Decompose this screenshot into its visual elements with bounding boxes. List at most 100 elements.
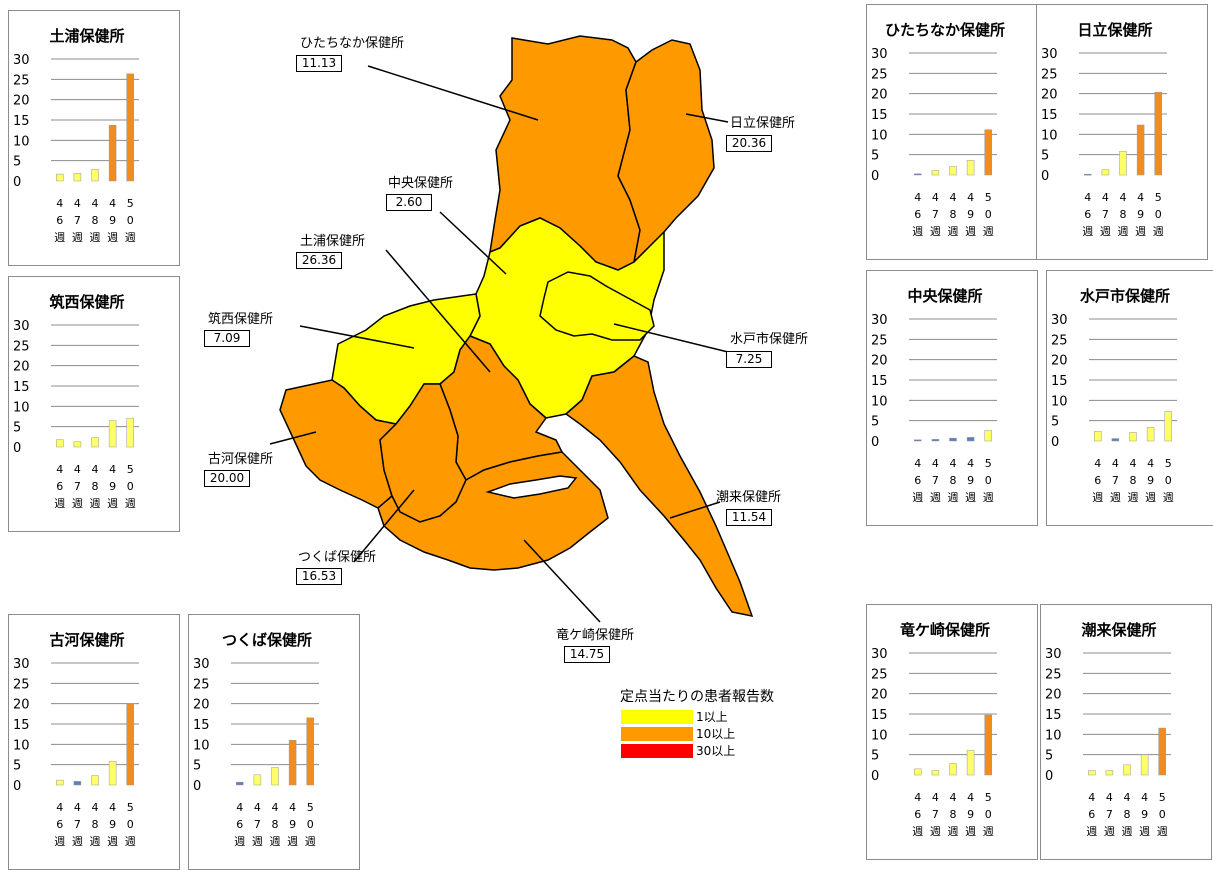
x-tick-label: 4	[56, 801, 63, 814]
x-tick-label: 9	[1141, 808, 1148, 821]
y-tick-label: 20	[193, 698, 210, 713]
x-tick-label: 4	[56, 463, 63, 476]
y-tick-label: 10	[193, 738, 210, 753]
legend-item: 30以上	[620, 742, 774, 759]
y-tick-label: 10	[871, 128, 888, 143]
x-tick-label: 9	[1147, 474, 1154, 487]
x-tick-label: 4	[914, 191, 921, 204]
bar	[1084, 173, 1092, 176]
y-tick-label: 15	[13, 718, 30, 733]
legend-title: 定点当たりの患者報告数	[620, 689, 774, 705]
y-tick-label: 10	[1051, 394, 1068, 409]
y-tick-label: 20	[1041, 88, 1058, 103]
x-tick-label: 6	[914, 208, 921, 221]
x-tick-label: 週	[930, 491, 941, 504]
x-tick-label: 4	[950, 191, 957, 204]
map-label-chuo: 中央保健所	[388, 176, 454, 191]
x-tick-label: 7	[932, 208, 939, 221]
x-tick-label: 4	[109, 197, 116, 210]
y-tick-label: 25	[1045, 667, 1062, 682]
chart-title: つくば保健所	[222, 631, 312, 649]
x-tick-label: 4	[1137, 191, 1144, 204]
y-tick-label: 5	[193, 759, 201, 774]
y-tick-label: 25	[871, 67, 888, 82]
map-value-itako: 11.54	[726, 509, 772, 526]
bar	[1146, 426, 1155, 442]
x-tick-label: 週	[912, 225, 923, 238]
x-tick-label: 週	[72, 231, 83, 244]
x-tick-label: 7	[254, 818, 261, 831]
bar	[931, 770, 940, 776]
bar	[1154, 91, 1162, 176]
x-tick-label: 4	[914, 457, 921, 470]
x-tick-label: 4	[56, 197, 63, 210]
bar	[73, 173, 82, 182]
bar	[56, 439, 64, 448]
x-tick-label: 週	[1153, 225, 1164, 238]
x-tick-label: 週	[912, 491, 923, 504]
x-tick-label: 4	[272, 801, 279, 814]
y-tick-label: 20	[1051, 354, 1068, 369]
y-tick-label: 0	[1051, 435, 1059, 450]
map-region-mito[interactable]	[539, 271, 655, 341]
map-value-hitachi: 20.36	[726, 135, 772, 152]
x-tick-label: 4	[289, 801, 296, 814]
x-tick-label: 4	[92, 197, 99, 210]
x-tick-label: 0	[127, 818, 134, 831]
x-tick-label: 9	[1137, 208, 1144, 221]
x-tick-label: 週	[930, 225, 941, 238]
y-tick-label: 10	[871, 394, 888, 409]
x-tick-label: 週	[234, 835, 245, 848]
x-tick-label: 0	[1165, 474, 1172, 487]
legend-label: 10以上	[696, 727, 736, 741]
y-tick-label: 25	[13, 677, 30, 692]
chart-title: 水戸市保健所	[1080, 287, 1170, 305]
x-tick-label: 7	[1102, 208, 1109, 221]
map-value-tsukuba: 16.53	[296, 568, 342, 585]
map-label-tsukuba: つくば保健所	[298, 550, 377, 565]
bar	[914, 439, 922, 442]
y-tick-label: 15	[871, 108, 888, 123]
map-region-itako[interactable]	[564, 355, 754, 617]
map-value-mito: 7.25	[726, 351, 772, 368]
y-tick-label: 5	[13, 155, 21, 170]
y-tick-label: 25	[1051, 333, 1068, 348]
chart-title: 日立保健所	[1077, 21, 1152, 39]
y-tick-label: 30	[193, 657, 210, 672]
x-tick-label: 週	[54, 231, 65, 244]
map-region-hitachi[interactable]	[617, 39, 715, 265]
bar	[1123, 764, 1131, 776]
x-tick-label: 4	[967, 457, 974, 470]
chart-title: 潮来保健所	[1081, 621, 1156, 639]
x-tick-label: 週	[1100, 225, 1111, 238]
x-tick-label: 6	[914, 808, 921, 821]
x-tick-label: 0	[985, 474, 992, 487]
y-tick-label: 0	[13, 175, 21, 190]
x-tick-label: 週	[125, 231, 136, 244]
x-tick-label: 5	[127, 197, 134, 210]
bar	[253, 774, 262, 786]
x-tick-label: 週	[90, 835, 101, 848]
chart-title: 古河保健所	[49, 631, 124, 649]
map-value-tsuchiura: 26.36	[296, 252, 342, 269]
y-tick-label: 15	[871, 708, 888, 723]
bar	[949, 437, 957, 442]
x-tick-label: 4	[1130, 457, 1137, 470]
x-tick-label: 8	[1124, 808, 1131, 821]
x-tick-label: 4	[1106, 791, 1113, 804]
x-tick-label: 週	[930, 825, 941, 838]
x-tick-label: 4	[1088, 791, 1095, 804]
x-tick-label: 4	[932, 457, 939, 470]
x-tick-label: 7	[932, 474, 939, 487]
bar	[1119, 151, 1127, 176]
y-tick-label: 20	[13, 360, 30, 375]
lake	[485, 475, 578, 499]
x-tick-label: 8	[92, 480, 99, 493]
